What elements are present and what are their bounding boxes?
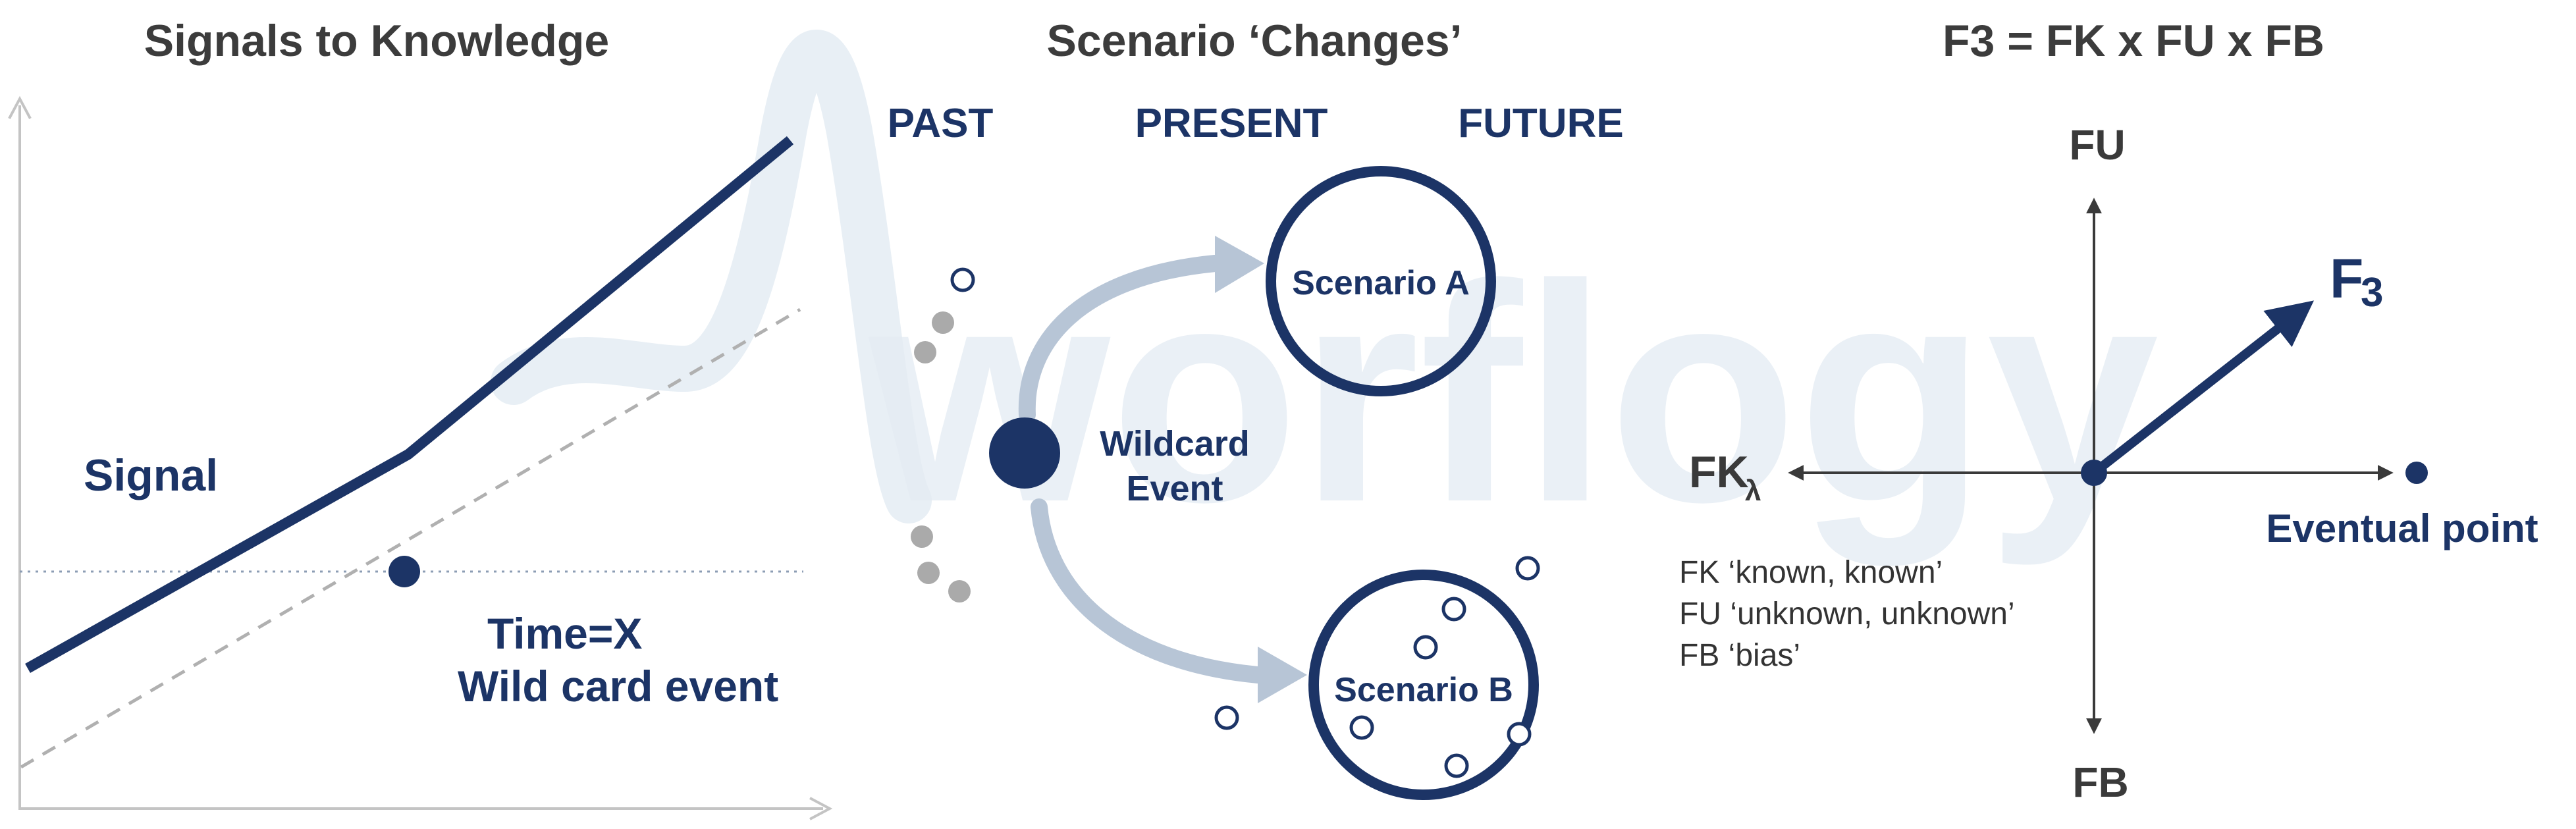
scenario-b-dot [1349,715,1374,740]
scenario-b-dot [1507,722,1532,747]
branch-arrow-to-a [1018,255,1223,423]
legend-item-fu: FU ‘unknown, unknown’ [1679,597,2015,631]
panel-scenario-changes: Scenario ‘Changes’ PAST PRESENT FUTURE W… [888,16,1624,800]
past-dot-hollow [950,267,975,292]
wild-card-event-label: Wild card event [458,662,778,710]
legend-item-fb: FB ‘bias’ [1679,638,1800,673]
wildcard-event-dot [989,417,1060,489]
legend-item-fk: FK ‘known, known’ [1679,555,1943,590]
panel-signals-to-knowledge: Signals to Knowledge Signal Time=X Wild … [8,16,833,820]
timeline-present: PRESENT [1135,101,1328,146]
f3-vector [2091,300,2315,477]
scenario-b-dot [1413,635,1438,660]
legend: FK ‘known, known’ FU ‘unknown, unknown’ … [1679,555,2015,673]
f3-label-subscript: 3 [2361,270,2383,315]
past-dot [911,525,933,548]
branch-arrow-to-a-head [1215,236,1264,293]
branch-arrow-to-b-head [1258,647,1307,703]
signal-label: Signal [84,450,218,500]
timeline-past: PAST [888,101,994,146]
time-x-label: Time=X [487,609,642,658]
x-axis-arrowhead [809,797,833,820]
scenario-a-label: Scenario A [1292,264,1470,302]
trend-dashed-line [20,308,801,769]
panel-title-signals: Signals to Knowledge [144,16,610,66]
axis-label-fb: FB [2072,759,2128,806]
scenario-a-circle [1266,166,1496,396]
watermark-text: worflogy [865,221,2161,568]
scenario-b-dot [1214,705,1239,730]
past-dot [932,311,954,334]
watermark-wave [491,30,932,523]
past-dot [914,341,936,363]
scenario-b-label: Scenario B [1334,671,1513,709]
past-dot [917,562,940,584]
f3-label: F 3 [2330,248,2383,315]
panel-f3-formula: F3 = FK x FU x FB FU FB FK λ F 3 Eventua… [1679,16,2538,806]
eventual-point-label: Eventual point [2266,506,2538,550]
axis-label-fu: FU [2069,121,2125,169]
branch-arrow-to-b [1031,498,1266,683]
y-axis-arrowhead [8,95,32,119]
watermark: worflogy [491,30,2161,568]
past-dot [948,580,971,602]
eventual-point-dot [2405,462,2428,484]
scenario-b-dot [1444,753,1469,778]
axis-label-fk-main: FK [1689,447,1749,497]
timeline-future: FUTURE [1458,101,1623,146]
scenario-b-dot [1441,597,1466,622]
f3-label-main: F [2330,248,2363,309]
signal-line [25,136,794,673]
wildcard-label: Wildcard [1100,424,1250,464]
axis-label-fk: FK λ [1689,447,1761,507]
panel-title-scenario: Scenario ‘Changes’ [1046,16,1462,66]
panel-title-f3: F3 = FK x FU x FB [1943,16,2324,66]
wildcard-event-label: Event [1126,469,1223,508]
scenario-b-circle [1308,570,1539,800]
axis-label-fk-subscript: λ [1745,475,1761,507]
origin-dot [2081,460,2107,486]
scenario-b-dot [1515,556,1540,581]
wild-card-event-dot [389,556,420,587]
